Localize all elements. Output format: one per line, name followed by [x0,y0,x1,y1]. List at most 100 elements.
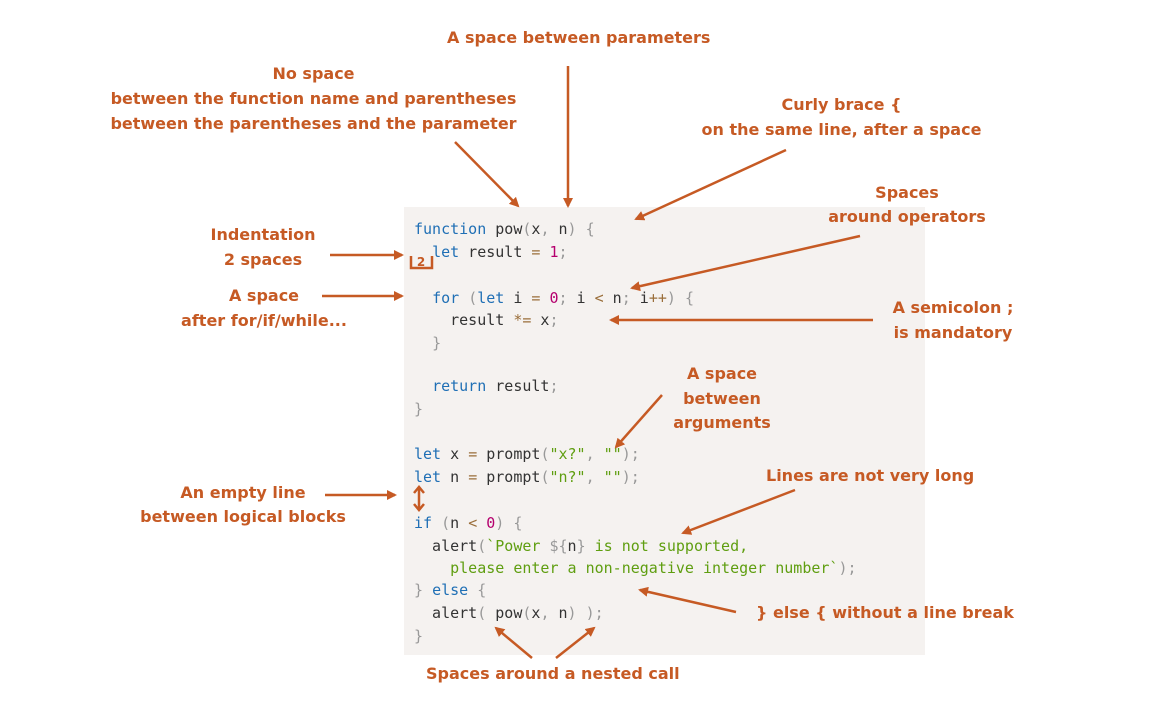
empty-line-marker-icon [413,485,425,512]
code-token: prompt [477,468,541,486]
code-token: { [477,581,487,599]
code-token: ( [522,604,532,622]
arrow-curly-brace [634,148,787,221]
arrow-no-space [454,141,520,208]
code-token: for [432,289,460,307]
code-line: let result = 1; [414,242,568,262]
code-line: alert(`Power ${n} is not supported, [414,536,748,556]
code-token: n [441,468,469,486]
code-token: x [531,604,541,622]
code-line: let n = prompt("n?", ""); [414,467,640,487]
code-line: alert( pow(x, n) ); [414,603,604,623]
code-token: alert [414,604,478,622]
code-token: ); [621,468,640,486]
code-token: x [531,311,550,329]
code-token: ( [522,220,532,238]
code-token: < [468,514,478,532]
note-space-args-line-2: between [683,389,761,408]
code-token: n [549,220,568,238]
code-token: *= [513,311,532,329]
code-token: please enter a non-negative integer numb… [414,559,839,577]
code-token: < [594,289,604,307]
code-token: = [468,468,478,486]
code-token: 1 [549,243,559,261]
code-line: if (n < 0) { [414,513,522,533]
code-token: "" [603,445,622,463]
code-token: result [414,311,514,329]
indent-marker-number: 2 [417,255,425,269]
code-token: "x?" [549,445,586,463]
code-token: let [477,289,505,307]
code-token: pow [486,604,523,622]
note-nested-call: Spaces around a nested call [426,664,680,683]
code-token: ( [477,537,487,555]
code-line: } [414,333,441,353]
code-token: ; [621,289,631,307]
code-token: { [585,220,595,238]
arrow-space-args [614,394,663,449]
code-token: } [414,400,424,418]
note-curly-brace-title: Curly brace { [781,95,902,114]
code-token: ( [441,514,451,532]
code-token: ; [549,311,559,329]
code-token: = [531,289,541,307]
code-token: let [432,243,460,261]
note-indentation-line-2: 2 spaces [223,250,303,269]
code-token: prompt [477,445,541,463]
code-token: ( [540,468,550,486]
code-token: else [432,581,469,599]
code-token: 0 [549,289,559,307]
note-spaces-operators-title: Spaces [875,183,939,202]
code-token: } [414,581,424,599]
note-no-space-line-3: between the parentheses and the paramete… [110,114,517,133]
code-token: is not supported, [585,537,749,555]
note-curly-brace-line-2: on the same line, after a space [701,120,982,139]
code-line: } [414,626,423,646]
code-token: if [414,514,433,532]
code-line: for (let i = 0; i < n; i++) { [414,288,694,308]
note-else-line-break: } else { without a line break [756,603,1014,622]
code-token: result [459,243,532,261]
code-token: `Power [486,537,550,555]
code-token: ) [666,289,676,307]
note-spaces-operators-line-2: around operators [828,207,986,226]
note-no-space-line-2: between the function name and parenthese… [110,89,517,108]
code-line: return result; [414,376,558,396]
code-token: x [441,445,469,463]
code-token: x [531,220,541,238]
code-token: ) [567,604,577,622]
arrow-spaces-operators [630,234,861,292]
code-token: ( [540,445,550,463]
code-line: } [414,399,423,419]
code-line: let x = prompt("x?", ""); [414,444,640,464]
code-token: } [414,627,424,645]
code-token: { [513,514,523,532]
note-space-args-line-3: arguments [673,413,771,432]
note-semicolon-title: A semicolon ; [892,298,1014,317]
code-token: alert [414,537,478,555]
code-token: ) [567,220,577,238]
code-token: result [486,377,550,395]
code-token: ( [468,289,478,307]
code-token: function [414,220,487,238]
note-long-lines: Lines are not very long [766,466,975,485]
code-token: , [540,220,550,238]
code-token: } [576,537,586,555]
code-line: result *= x; [414,310,559,330]
code-token: , [585,445,595,463]
code-token: ++ [648,289,667,307]
code-token: i [567,289,595,307]
code-token: let [414,468,442,486]
note-space-after-for-line-2: after for/if/while... [181,311,347,330]
code-token: ; [558,243,568,261]
code-token: pow [486,220,523,238]
arrow-nested-call-right [555,626,596,659]
note-empty-line-title: An empty line [180,483,306,502]
code-token: ); [621,445,640,463]
code-token: "n?" [549,468,586,486]
code-token: , [585,468,595,486]
code-line: } else { [414,580,486,600]
code-token: n [567,537,577,555]
code-token: ( [477,604,487,622]
